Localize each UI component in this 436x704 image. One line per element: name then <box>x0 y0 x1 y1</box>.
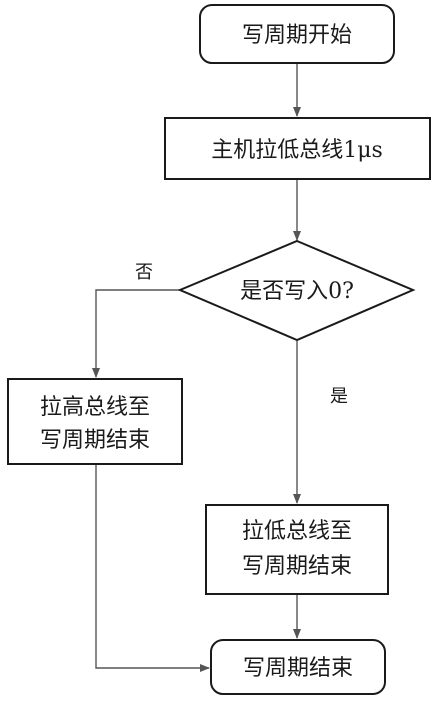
host-pull-low-label: 主机拉低总线1μs <box>211 138 383 163</box>
decision-node <box>177 239 416 342</box>
keep-low-node <box>205 504 389 595</box>
edge-label-yes: 是 <box>330 386 348 407</box>
start-node <box>199 4 395 64</box>
edge-decision-no-branch <box>92 289 180 378</box>
keep-low-label-line1: 拉低总线至 <box>242 519 352 544</box>
pull-high-node <box>7 378 183 465</box>
edge-pull-high-to-end <box>95 464 210 672</box>
host-pull-low-node <box>164 117 431 180</box>
decision-node-label: 是否写入0? <box>240 279 354 304</box>
pull-high-label-line2: 写周期结束 <box>40 428 150 453</box>
keep-low-label-line2: 写周期结束 <box>242 554 352 579</box>
start-node-label: 写周期开始 <box>242 23 352 48</box>
edge-label-no: 否 <box>135 262 153 283</box>
pull-high-label-line1: 拉高总线至 <box>40 395 150 420</box>
end-node-label: 写周期结束 <box>243 656 353 681</box>
end-node <box>210 639 386 695</box>
